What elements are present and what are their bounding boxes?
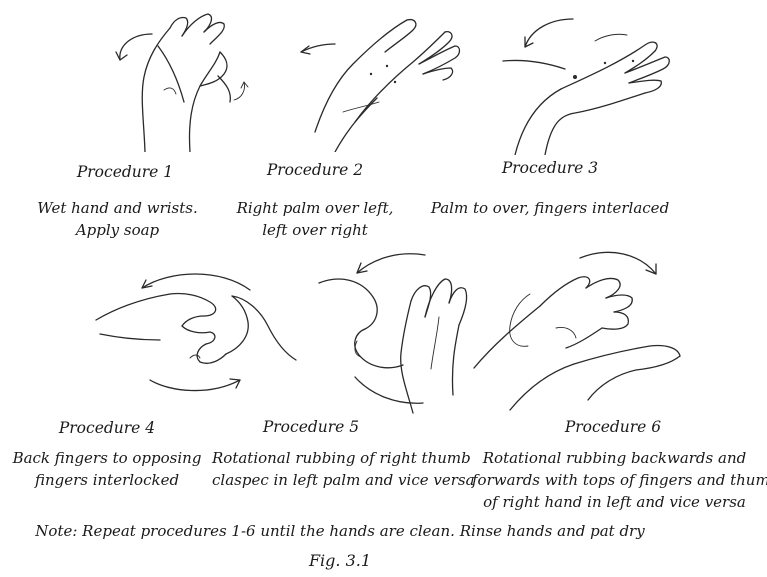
procedure-1-line-1: Wet hand and wrists. [37,199,198,217]
procedure-5-description: Rotational rubbing of right thumb claspe… [212,447,475,491]
procedure-4-title: Procedure 4 [58,419,156,437]
procedure-6-line-1: Rotational rubbing backwards and [482,449,747,467]
procedure-5-title: Procedure 5 [262,418,360,436]
procedure-1-description: Wet hand and wrists. Apply soap [15,197,220,241]
procedure-1-line-2: Apply soap [75,221,160,239]
procedure-5-line-2: claspec in left palm and vice versa [212,471,475,489]
procedure-3-line-1: Palm to over, fingers interlaced [430,199,670,217]
procedure-6-line-2: forwards with tops of fingers and thumb [472,471,767,489]
procedure-6-description: Rotational rubbing backwards and forward… [472,447,767,513]
figure-caption: Fig. 3.1 [308,551,372,570]
figure-note: Note: Repeat procedures 1-6 until the ha… [35,522,645,540]
wet-hands-illustration [100,2,260,152]
interlocked-fingers-illustration [90,262,305,402]
palm-over-back-illustration [295,2,475,152]
procedure-3-title: Procedure 3 [501,159,599,177]
procedure-6-title: Procedure 6 [564,418,662,436]
procedure-5-line-1: Rotational rubbing of right thumb [212,449,471,467]
procedure-2-description: Right palm over left, left over right [210,197,420,241]
procedure-4-description: Back fingers to opposing fingers interlo… [4,447,210,491]
procedure-1-title: Procedure 1 [76,163,174,181]
procedure-6-line-3: of right hand in left and vice versa [483,493,746,511]
procedure-4-line-1: Back fingers to opposing [12,449,202,467]
procedure-2-line-1: Right palm over left, [236,199,394,217]
fingertips-rubbing-illustration [470,240,685,415]
interlaced-fingers-illustration [495,5,685,155]
procedure-4-line-2: fingers interlocked [34,471,180,489]
procedure-2-line-2: left over right [262,221,368,239]
thumb-rubbing-illustration [315,245,485,415]
procedure-2-title: Procedure 2 [266,161,364,179]
procedure-3-description: Palm to over, fingers interlaced [425,197,675,219]
